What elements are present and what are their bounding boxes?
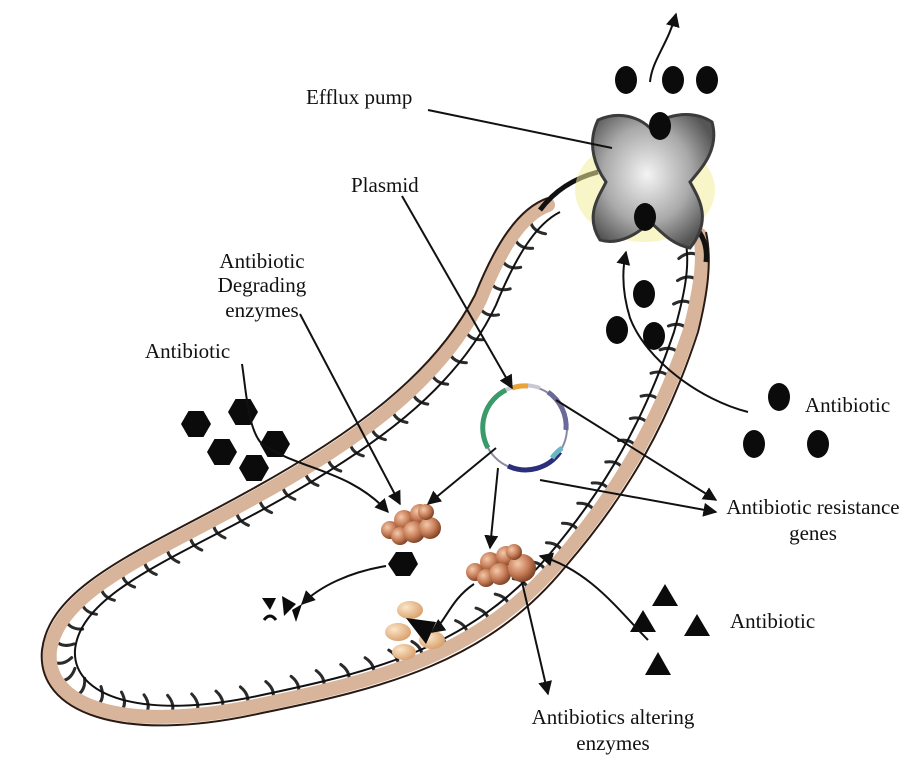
label-antibiotic-hexagons: Antibiotic — [145, 339, 230, 363]
antibiotic-circle — [662, 66, 684, 94]
label-degrading-line2: Degrading — [218, 273, 307, 297]
label-altering-line1: Antibiotics altering — [532, 705, 695, 729]
altering-enzyme-cluster — [466, 544, 536, 587]
antibiotic-circle — [696, 66, 718, 94]
antibiotic-circle — [633, 280, 655, 308]
degraded-antibiotic-fragments — [262, 552, 418, 622]
label-degrading-line3: enzymes — [225, 298, 298, 322]
antibiotic-triangle — [630, 610, 656, 632]
cell-inner-membrane — [75, 212, 687, 706]
antibiotic-triangle — [652, 584, 678, 606]
antibiotic-circle — [606, 316, 628, 344]
label-altering-line2: enzymes — [576, 731, 649, 755]
plasmid-gene-orange — [512, 386, 528, 388]
triangle-antibiotics — [630, 584, 710, 675]
bacterial-cell — [42, 172, 709, 725]
antibiotic-hexagon — [239, 455, 269, 481]
antibiotic-circle — [649, 112, 671, 140]
label-antibiotic-circles: Antibiotic — [805, 393, 890, 417]
diagram-labels: Efflux pump Plasmid Antibiotic Degrading… — [145, 85, 900, 755]
antibiotic-triangle — [684, 614, 710, 636]
antibiotic-circle — [743, 430, 765, 458]
antibiotic-circle — [768, 383, 790, 411]
label-resistance-line1: Antibiotic resistance — [726, 495, 899, 519]
antibiotic-circle — [807, 430, 829, 458]
plasmid-ring — [483, 385, 567, 470]
arrow-enzyme-to-fragments — [302, 566, 386, 604]
arrow-plasmid-to-degrading — [428, 448, 496, 504]
label-plasmid: Plasmid — [351, 173, 419, 197]
arrow-plasmid — [402, 196, 512, 388]
antibiotic-triangle — [645, 652, 671, 675]
antibiotic-hexagon — [260, 431, 290, 457]
degrading-enzyme-cluster — [381, 504, 441, 545]
antibiotic-circle — [634, 203, 656, 231]
antibiotic-hexagon — [181, 411, 211, 437]
leader-efflux-pump — [428, 110, 612, 148]
arrow-plasmid-to-altering — [490, 468, 498, 548]
hexagon-antibiotics — [181, 399, 290, 481]
label-efflux-pump: Efflux pump — [306, 85, 412, 109]
antibiotic-hexagon — [228, 399, 258, 425]
cell-outer-membrane — [50, 205, 702, 717]
label-resistance-line2: genes — [789, 521, 837, 545]
cell-surface-pili — [48, 216, 703, 720]
plasmid-gene-green — [483, 390, 506, 448]
arrow-plasmid-to-resistance-a — [556, 400, 716, 500]
label-degrading-line1: Antibiotic — [219, 249, 304, 273]
label-antibiotic-triangles: Antibiotic — [730, 609, 815, 633]
antibiotic-circle — [615, 66, 637, 94]
plasmid-gene-purple — [548, 392, 566, 430]
antibiotic-hexagon — [207, 439, 237, 465]
